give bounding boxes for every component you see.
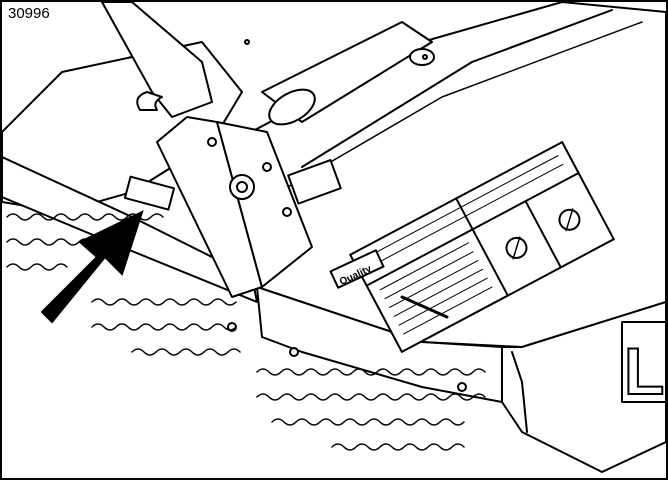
chain-guard-center bbox=[256, 368, 486, 451]
logo-box bbox=[621, 321, 666, 403]
rivet bbox=[457, 382, 467, 392]
hose bbox=[136, 91, 163, 111]
deck-logo-text: La bbox=[624, 334, 666, 408]
figure-number: 30996 bbox=[6, 5, 52, 22]
cylinder-end bbox=[268, 88, 316, 126]
safety-decal-cluster bbox=[349, 141, 615, 353]
indicator-arrow bbox=[40, 210, 144, 324]
decal-stripe bbox=[400, 295, 449, 319]
rivet bbox=[422, 54, 428, 60]
mast-hole bbox=[207, 137, 217, 147]
small-decal bbox=[287, 159, 342, 205]
deck-fold-line bbox=[301, 9, 613, 168]
left-decal bbox=[123, 175, 176, 211]
mast-hole-2 bbox=[262, 162, 272, 172]
mast-hole-3 bbox=[282, 207, 292, 217]
mast-plate-right bbox=[216, 121, 313, 288]
brand-decal-box bbox=[329, 249, 385, 289]
rivet bbox=[244, 39, 250, 45]
bumper-edge bbox=[511, 351, 528, 433]
pivot-bolt-inner bbox=[236, 181, 248, 193]
rivet bbox=[289, 347, 299, 357]
hitch-arm bbox=[101, 2, 213, 118]
